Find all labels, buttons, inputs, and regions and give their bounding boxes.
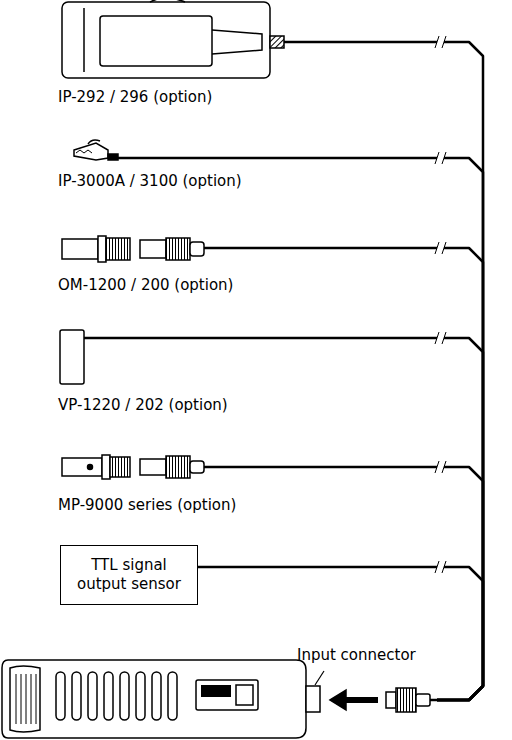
sensor-cable — [300, 248, 483, 700]
switch — [236, 685, 253, 705]
part-name: OM-1200 / 200 (option) — [58, 276, 300, 296]
clip-spring — [88, 140, 100, 144]
sensor-cable — [300, 338, 483, 700]
sensor-nut — [102, 455, 110, 479]
sensor-knurl — [110, 457, 130, 477]
callout-label: Input connector — [297, 646, 416, 666]
sensor-cable — [198, 567, 483, 700]
cable — [84, 337, 300, 340]
plug-body — [140, 240, 166, 258]
sensor-body — [62, 239, 98, 259]
vent-slot — [120, 672, 129, 720]
vent-slot — [88, 672, 97, 720]
vent-slot — [72, 672, 81, 720]
insert-arrowhead — [330, 690, 346, 710]
sensor-node: MP-9000 series (option) — [58, 452, 300, 520]
instrument — [2, 660, 437, 738]
clamp-sensor — [62, 0, 300, 78]
sensor-body — [60, 330, 84, 384]
clamp-lever — [150, 0, 185, 2]
cable — [430, 699, 437, 702]
grip-rib — [36, 674, 37, 724]
part-name: IP-292 / 296 (option) — [58, 88, 300, 108]
sensor-body — [62, 458, 102, 476]
leader-line — [315, 671, 324, 685]
cable-break — [435, 332, 446, 344]
cable — [118, 157, 300, 160]
mp-sensor — [62, 455, 300, 479]
clamp-body — [62, 2, 270, 78]
om-sensor — [62, 236, 300, 262]
sensor-node: IP-292 / 296 (option) — [58, 0, 300, 112]
display-mark — [201, 685, 231, 697]
cable-break — [435, 561, 446, 573]
grip-ribs — [16, 674, 36, 724]
strain-relief — [270, 36, 284, 48]
cable — [284, 41, 300, 44]
cable-break — [435, 36, 446, 48]
cable-break — [435, 242, 446, 254]
clip-sleeve — [108, 154, 118, 160]
instrument-body — [2, 660, 306, 738]
bnc-tip — [386, 692, 396, 708]
clip-sensor — [74, 140, 300, 160]
sensor-cable — [300, 467, 483, 700]
sensor-cable — [300, 42, 483, 700]
cable-break — [435, 152, 446, 164]
display-window — [196, 680, 258, 710]
plug-boot — [190, 461, 204, 473]
vp-sensor — [60, 330, 300, 384]
vent-slot — [152, 672, 161, 720]
vent-slot — [136, 672, 145, 720]
clamp-jaw-line — [83, 8, 85, 72]
part-name: IP-3000A / 3100 (option) — [58, 172, 300, 192]
cable — [204, 247, 300, 250]
sensor-node: OM-1200 / 200 (option) — [58, 232, 300, 300]
sensor-node: IP-3000A / 3100 (option) — [58, 132, 300, 196]
vent-slot — [104, 672, 113, 720]
sensor-node: VP-1220 / 202 (option) — [58, 326, 300, 420]
clamp-taper — [212, 30, 262, 54]
sensor-dot — [88, 465, 93, 470]
clip-jaw — [74, 143, 108, 160]
cable-break — [435, 461, 446, 473]
plug-body — [140, 459, 166, 475]
clamp-panel — [100, 16, 212, 66]
bnc-boot — [416, 694, 430, 706]
vent-slots — [56, 672, 177, 720]
sensor-knurl — [106, 238, 130, 260]
insert-arrow — [344, 697, 378, 703]
grip-rib — [21, 674, 22, 724]
sensor-box: TTL signal output sensor — [60, 545, 198, 605]
part-name: TTL signal output sensor — [67, 556, 191, 595]
plug-boot — [190, 242, 204, 256]
clip-teeth — [76, 150, 92, 153]
plug-knurl — [166, 456, 190, 478]
plug-knurl — [166, 238, 190, 260]
grip-rib — [16, 674, 17, 724]
instrument-grip — [10, 666, 40, 732]
instrument-node: Input connector — [0, 640, 437, 738]
vent-slot — [56, 672, 65, 720]
grip-rib — [31, 674, 32, 724]
bnc-knurl — [396, 688, 416, 712]
vent-slot — [168, 672, 177, 720]
grip-rib — [26, 674, 27, 724]
input-socket — [306, 686, 320, 712]
cable — [204, 466, 300, 469]
part-name: MP-9000 series (option) — [58, 496, 300, 516]
sensor-cable — [300, 158, 483, 700]
part-name: VP-1220 / 202 (option) — [58, 396, 300, 416]
sensor-nut — [98, 236, 106, 262]
